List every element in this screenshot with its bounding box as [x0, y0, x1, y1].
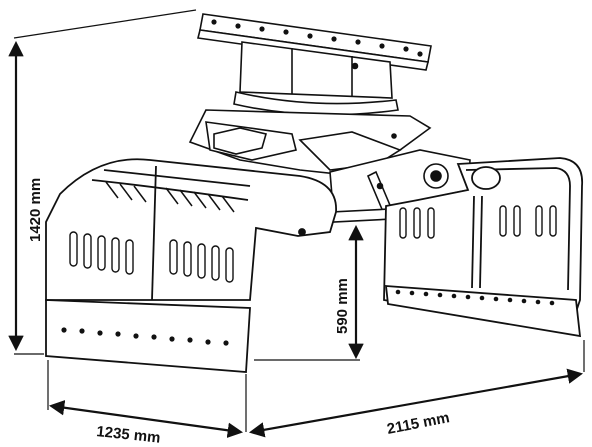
right-shell — [383, 157, 583, 331]
opening-height-label: 590 mm — [334, 278, 351, 334]
left-cutting-edge — [45, 299, 251, 373]
main-frame — [188, 109, 432, 175]
dimension-lines — [8, 9, 585, 438]
width-label: 1235 mm — [96, 423, 162, 447]
pivot-arm — [291, 149, 471, 225]
left-shell — [45, 158, 337, 301]
rotator-housing — [233, 41, 399, 116]
right-cutting-edge — [384, 285, 582, 338]
length-dimension-arrow — [248, 368, 584, 438]
height-label: 1420 mm — [27, 178, 44, 242]
length-label: 2115 mm — [386, 409, 451, 438]
width-dimension-arrow — [48, 400, 244, 438]
